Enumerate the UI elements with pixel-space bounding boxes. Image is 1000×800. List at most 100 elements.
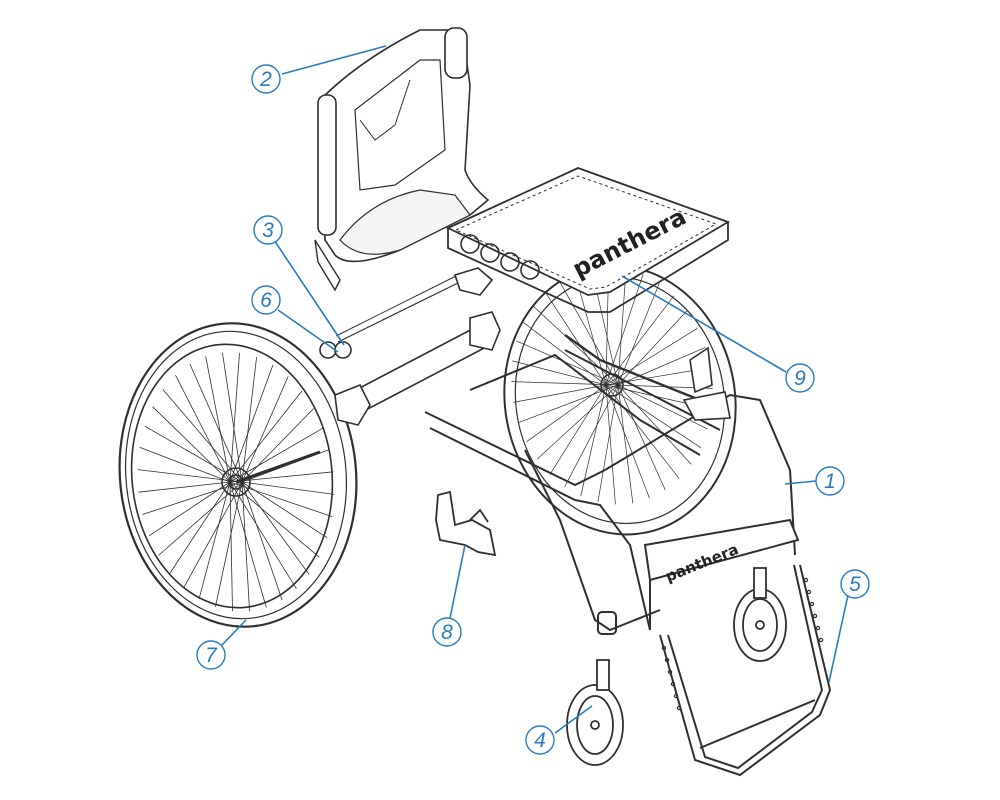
spoke [183, 481, 243, 588]
axle-crossbar [319, 311, 501, 426]
main-frame [424, 334, 800, 635]
spoke [605, 273, 644, 386]
spoke [617, 310, 688, 386]
spoke [241, 376, 289, 483]
spoke [241, 481, 310, 575]
rear-wheel [118, 322, 358, 628]
callout-6: 6 [251, 285, 281, 315]
brake-cable [335, 267, 494, 343]
callout-7: 7 [196, 640, 226, 670]
callout-3: 3 [253, 215, 283, 245]
spoke [241, 481, 283, 601]
spoke [241, 481, 335, 495]
spoke [152, 406, 231, 483]
footrest-hole [809, 601, 815, 607]
spoke [229, 481, 297, 590]
footrest-hole [818, 637, 824, 643]
spoke [605, 384, 650, 499]
callout-1-label: 1 [824, 470, 836, 493]
spoke [241, 356, 257, 483]
spoke [605, 384, 680, 479]
spoke [139, 447, 231, 483]
footrest-hole [670, 681, 676, 687]
spoke [617, 384, 666, 491]
spoke [526, 384, 607, 442]
footrest [659, 564, 832, 777]
spoke [605, 295, 675, 386]
spoke [138, 481, 231, 493]
spoke [580, 384, 607, 497]
spoke [158, 481, 243, 556]
spoke [558, 279, 619, 386]
spoke [617, 384, 708, 430]
spoke [189, 363, 243, 483]
callout-4-label: 4 [534, 729, 546, 752]
callout-8-label: 8 [441, 621, 453, 644]
spoke [522, 322, 607, 386]
spoke [229, 364, 274, 483]
spoke [617, 384, 634, 504]
seat-plate [445, 167, 731, 313]
spoke [564, 384, 619, 487]
backrest [314, 27, 490, 292]
spoke [605, 384, 701, 448]
spoke [544, 291, 607, 386]
callout-4: 4 [525, 725, 555, 755]
callout-3-label: 3 [262, 219, 274, 242]
spoke [511, 381, 619, 386]
spoke [175, 375, 231, 483]
spoke [597, 384, 619, 503]
callout-8: 8 [432, 617, 462, 647]
footrest-hole [673, 693, 679, 699]
spoke [215, 481, 243, 608]
spoke [241, 408, 314, 483]
spoke [148, 481, 231, 537]
spoke [532, 305, 619, 386]
footrest-hole [661, 645, 667, 651]
footrest-hole [664, 657, 670, 663]
caster-wheel-upper [733, 567, 787, 662]
rear-wheel-spokes [137, 352, 335, 612]
spoke [142, 481, 243, 515]
spoke [229, 427, 324, 483]
spoke [198, 481, 231, 600]
spoke [144, 425, 243, 483]
far-wheel-spokes [511, 265, 713, 505]
spoke [169, 481, 231, 574]
spoke [241, 481, 250, 612]
spoke [513, 384, 607, 403]
spoke [617, 283, 660, 386]
spoke [617, 347, 706, 386]
side-brake [682, 346, 731, 421]
footrest-hole [667, 669, 673, 675]
spoke [617, 384, 692, 465]
footrest-hole [812, 613, 818, 619]
spoke [205, 356, 231, 483]
callout-2: 2 [251, 64, 281, 94]
callout-9: 9 [785, 363, 815, 393]
spoke [229, 352, 240, 483]
spoke [222, 352, 243, 483]
spoke [241, 481, 328, 539]
callout-5: 5 [840, 569, 870, 599]
callout-7-label: 7 [205, 644, 218, 667]
callout-9-label: 9 [794, 367, 806, 390]
callout-1: 1 [815, 466, 845, 496]
spoke [605, 328, 698, 386]
callout-2-label: 2 [259, 68, 272, 91]
footrest-hole [676, 705, 682, 711]
spoke [229, 390, 303, 483]
spoke [549, 384, 607, 475]
callout-leaders [221, 45, 849, 734]
spoke [229, 481, 320, 558]
spoke [229, 481, 333, 517]
spoke [536, 384, 619, 460]
spoke [617, 267, 627, 386]
spoke [229, 481, 267, 608]
callout-5-label: 5 [849, 573, 861, 596]
footrest-hole [803, 577, 809, 583]
footrest-hole [806, 589, 812, 595]
wheel-lock [435, 490, 497, 557]
footrest-hole [815, 625, 821, 631]
